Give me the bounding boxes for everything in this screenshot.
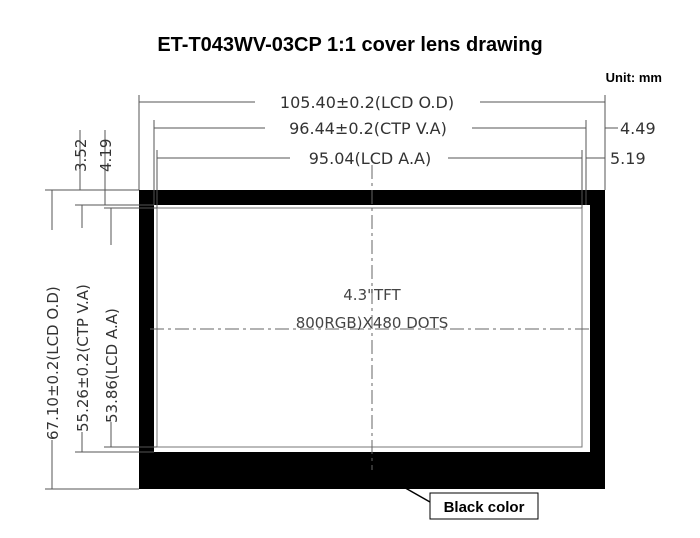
- dim-lcd-aa-width: 95.04(LCD A.A) 5.19: [156, 149, 646, 208]
- dim-lcd-od-height: 67.10±0.2(LCD O.D): [44, 189, 139, 490]
- dim-label: 95.04(LCD A.A): [309, 149, 431, 168]
- panel-resolution-label: 800RGB)X480 DOTS: [296, 314, 449, 332]
- right-offset-outer: 4.49: [620, 119, 656, 138]
- dim-label: 53.86(LCD A.A): [103, 308, 121, 423]
- dim-lcd-od-width: 105.40±0.2(LCD O.D): [138, 93, 606, 190]
- dim-ctp-va-width: 96.44±0.2(CTP V.A) 4.49: [153, 119, 656, 205]
- dim-label: 67.10±0.2(LCD O.D): [44, 286, 62, 440]
- dim-ctp-va-height: 55.26±0.2(CTP V.A): [74, 204, 154, 453]
- dim-lcd-aa-height: 53.86(LCD A.A): [103, 207, 157, 448]
- active-area-outline: [156, 207, 583, 448]
- top-offsets: 3.52 4.19: [72, 130, 115, 205]
- right-offset-inner: 5.19: [610, 149, 646, 168]
- black-color-callout: Black color: [392, 480, 539, 520]
- callout-label: Black color: [444, 499, 525, 516]
- top-offset-inner: 4.19: [97, 139, 115, 172]
- dim-label: 55.26±0.2(CTP V.A): [74, 284, 92, 432]
- unit-label: Unit: mm: [605, 70, 662, 85]
- top-offset-outer: 3.52: [72, 139, 90, 172]
- dim-label: 105.40±0.2(LCD O.D): [280, 93, 454, 112]
- panel-size-label: 4.3"TFT: [343, 286, 401, 304]
- page-title: ET-T043WV-03CP 1:1 cover lens drawing: [157, 34, 543, 56]
- dim-label: 96.44±0.2(CTP V.A): [289, 119, 447, 138]
